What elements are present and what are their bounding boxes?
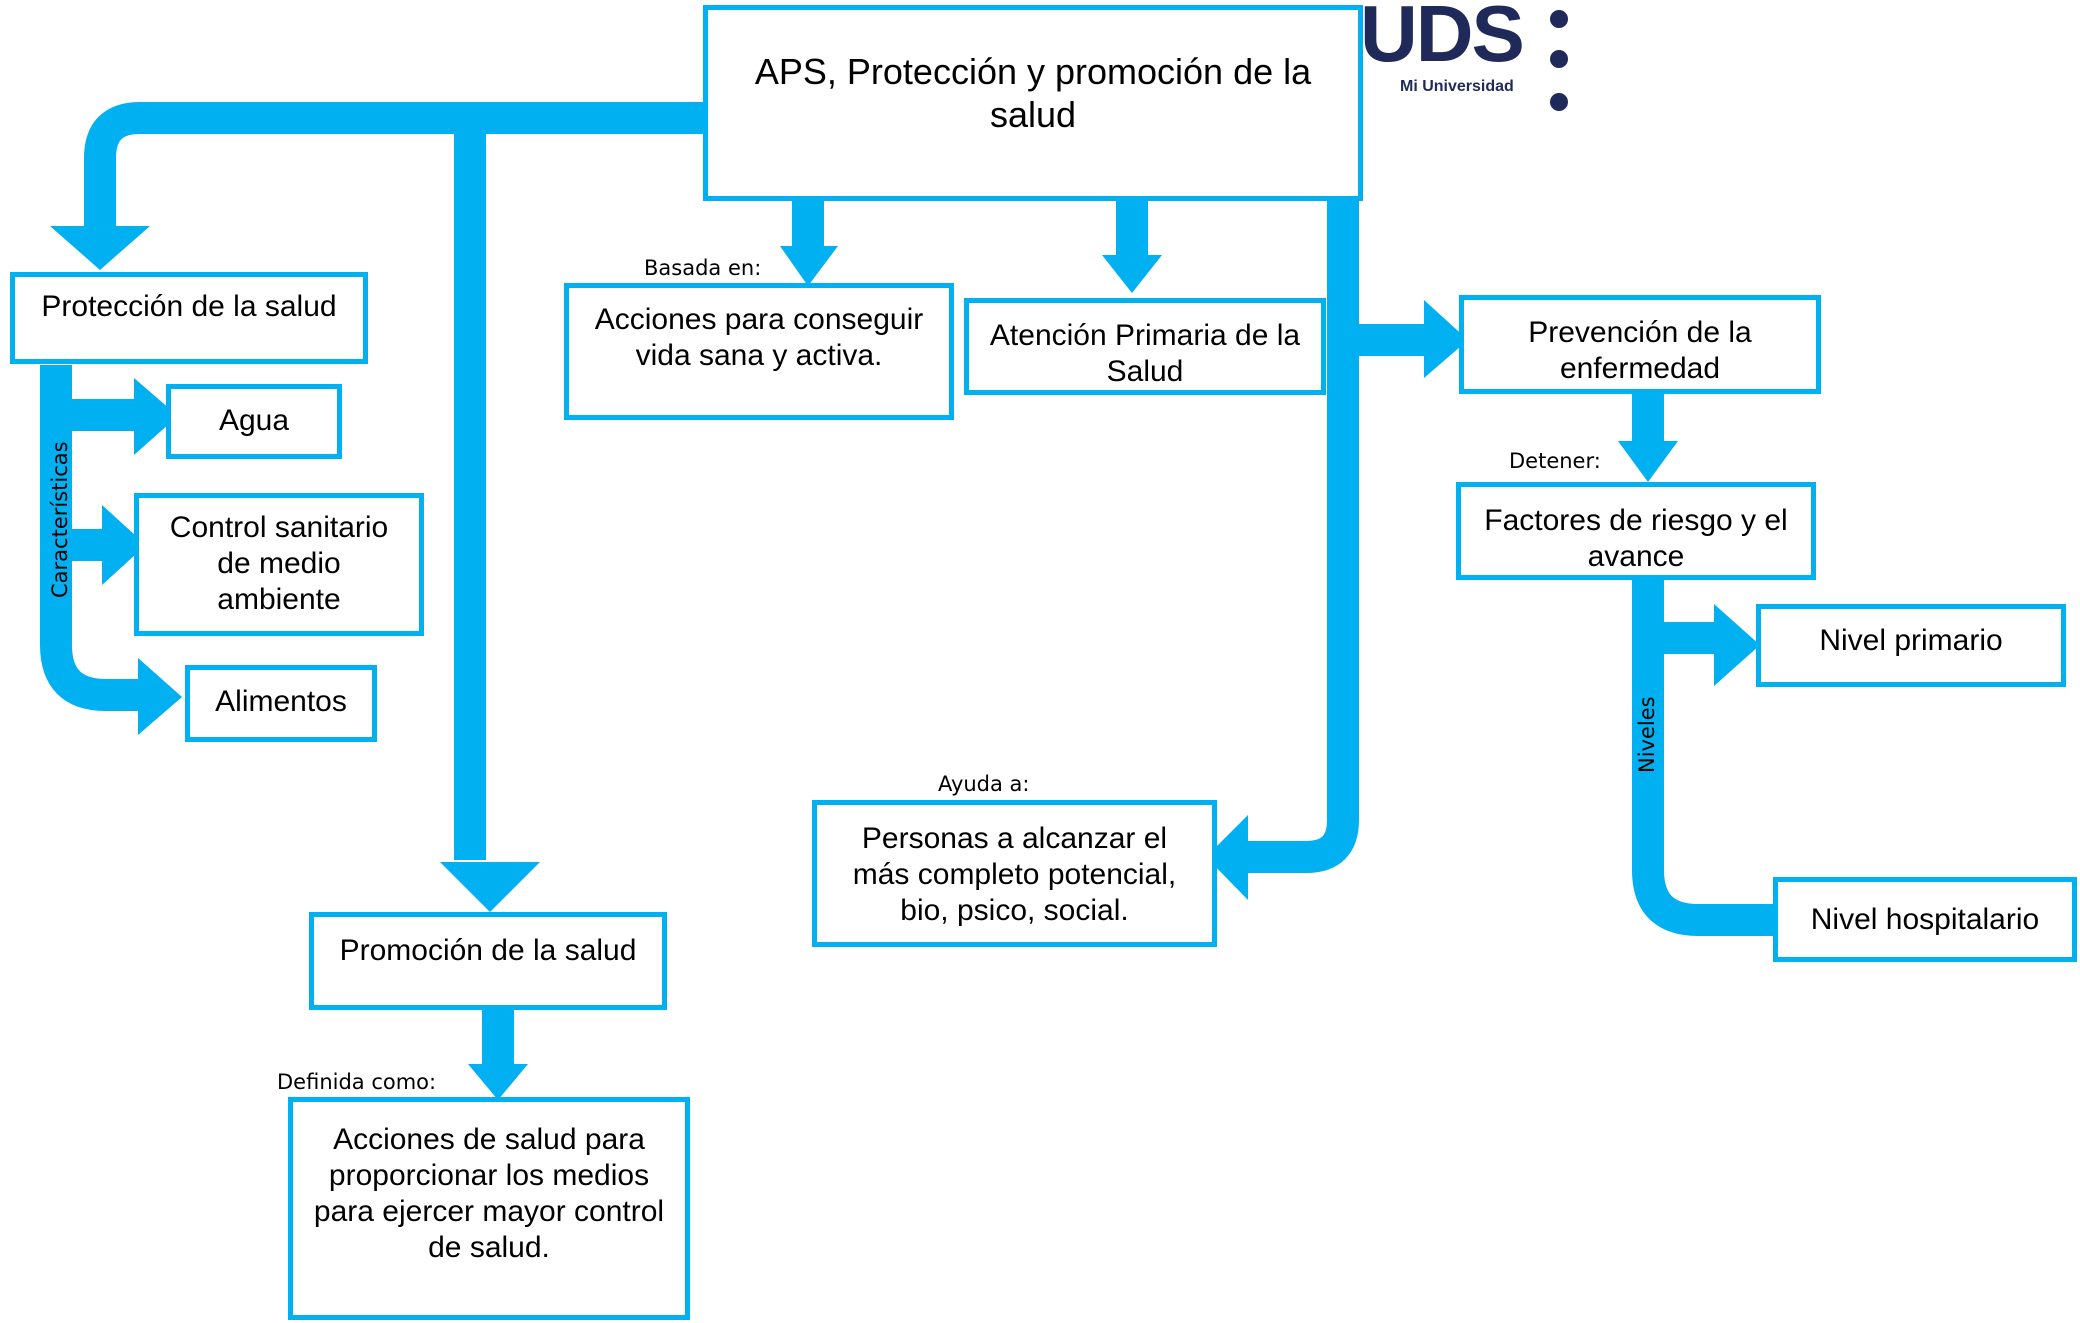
arrowhead-prevencion: [1424, 300, 1468, 378]
logo-dot-middle: [1550, 50, 1568, 68]
promocion-text: Promoción de la salud: [339, 934, 637, 967]
arrowhead-acciones-salud: [468, 1064, 528, 1100]
logo-brand: UDS: [1360, 0, 1525, 78]
arrowhead-agua: [134, 378, 178, 455]
atencion-primaria-text: Atención Primaria de la Salud: [989, 319, 1301, 388]
arrowhead-alimentos: [138, 658, 182, 735]
nivel-hospitalario-box: Nivel hospitalario: [1773, 877, 2077, 962]
promocion-box: Promoción de la salud: [309, 912, 667, 1010]
label-definida-como: Definida como:: [277, 1070, 437, 1094]
factores-riesgo-box: Factores de riesgo y el avance: [1456, 482, 1816, 580]
logo-dot-top: [1550, 10, 1568, 28]
prevencion-box: Prevención de la enfermedad: [1459, 295, 1821, 394]
arrowhead-personas: [1206, 815, 1248, 900]
acciones-salud-text: Acciones de salud para proporcionar los …: [313, 1123, 665, 1264]
prevencion-text: Prevención de la enfermedad: [1528, 316, 1752, 385]
main-topic-box: APS, Protección y promoción de la salud: [703, 5, 1363, 201]
label-caracteristicas: Características: [48, 441, 72, 598]
connector-main-right-trunk: [1238, 196, 1359, 873]
arrowhead-control: [102, 505, 146, 585]
acciones-salud-box: Acciones de salud para proporcionar los …: [288, 1097, 690, 1320]
uds-logo: UDS Mi Universidad: [1360, 0, 1580, 120]
arrowhead-primario: [1714, 604, 1760, 686]
control-sanitario-box: Control sanitario de medio ambiente: [134, 493, 424, 636]
proteccion-box: Protección de la salud: [10, 272, 368, 364]
connector-factores-to-primario: [1632, 580, 1780, 936]
nivel-hospitalario-text: Nivel hospitalario: [1810, 903, 2040, 936]
connector-caracteristicas-trunk: [40, 365, 150, 711]
acciones-vida-box: Acciones para conseguir vida sana y acti…: [564, 283, 954, 420]
logo-subtitle: Mi Universidad: [1400, 78, 1514, 95]
arrowhead-basada: [780, 246, 838, 286]
agua-text: Agua: [218, 404, 290, 437]
label-ayuda-a: Ayuda a:: [938, 772, 1030, 796]
label-basada-en: Basada en:: [644, 256, 762, 280]
proteccion-text: Protección de la salud: [41, 290, 337, 323]
arrowhead-proteccion: [50, 226, 150, 270]
label-detener: Detener:: [1509, 449, 1601, 473]
arrowhead-atencion: [1102, 255, 1162, 293]
arrowhead-promocion: [440, 862, 540, 912]
nivel-primario-box: Nivel primario: [1756, 604, 2066, 687]
atencion-primaria-box: Atención Primaria de la Salud: [964, 298, 1326, 395]
control-sanitario-text: Control sanitario de medio ambiente: [169, 511, 389, 616]
acciones-vida-text: Acciones para conseguir vida sana y acti…: [594, 303, 924, 372]
main-topic-text: APS, Protección y promoción de la salud: [754, 51, 1312, 136]
agua-box: Agua: [166, 384, 342, 459]
label-niveles: Niveles: [1635, 696, 1659, 773]
arrowhead-factores: [1618, 441, 1678, 482]
factores-riesgo-text: Factores de riesgo y el avance: [1484, 504, 1788, 573]
nivel-primario-text: Nivel primario: [1819, 624, 2003, 657]
connector-main-to-proteccion: [84, 102, 705, 228]
alimentos-box: Alimentos: [185, 665, 377, 742]
logo-dot-bottom: [1550, 93, 1568, 111]
personas-box: Personas a alcanzar el más completo pote…: [812, 800, 1217, 947]
alimentos-text: Alimentos: [215, 685, 347, 718]
personas-text: Personas a alcanzar el más completo pote…: [852, 822, 1177, 927]
